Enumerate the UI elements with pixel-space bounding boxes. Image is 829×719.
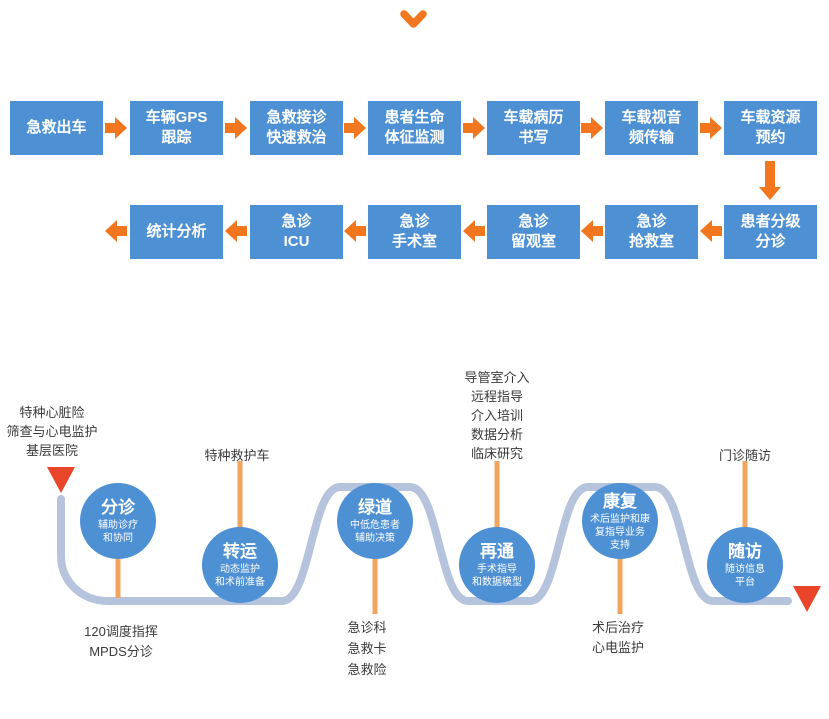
label-clinic-followup: 门诊随访	[718, 448, 771, 463]
flow-arrow-right-4-icon	[463, 117, 485, 139]
flow-box-resource-booking: 车载资源 预约	[724, 101, 817, 155]
flow-box-observation-room: 急诊 留观室	[487, 205, 580, 259]
flow-arrow-left-3-icon	[344, 220, 366, 242]
flow-box-av-transmission: 车载视音 频传输	[605, 101, 698, 155]
station-subtitle: 中低危患者 辅助决策	[350, 520, 400, 544]
flow-box-vital-signs: 患者生命 体征监测	[368, 101, 461, 155]
flow-arrow-left-2-icon	[225, 220, 247, 242]
journey-ribbon	[57, 483, 792, 605]
flow-arrow-left-6-icon	[700, 220, 722, 242]
flow-box-operating-room: 急诊 手术室	[368, 205, 461, 259]
station-subtitle: 手术指导 和数据模型	[472, 564, 522, 588]
flow-arrow-right-6-icon	[700, 117, 722, 139]
flow-arrow-right-2-icon	[225, 117, 247, 139]
station-subtitle: 辅助诊疗 和协同	[98, 520, 138, 544]
station-title: 分诊	[101, 498, 135, 517]
station-title: 康复	[603, 491, 637, 511]
flow-box-patient-triage: 患者分级 分诊	[724, 205, 817, 259]
flow-arrow-left-4-icon	[463, 220, 485, 242]
station-title: 绿道	[358, 498, 392, 517]
flow-arrow-left-1-icon	[105, 220, 127, 242]
station-triage-circle: 分诊 辅助诊疗 和协同	[80, 483, 156, 559]
station-subtitle: 动态监护 和术前准备	[215, 564, 265, 588]
journey-start-triangle-icon	[47, 467, 75, 493]
flow-arrow-right-3-icon	[344, 117, 366, 139]
flow-box-first-aid-reception: 急救接诊 快速救治	[250, 101, 343, 155]
station-followup-circle: 随访 随访信息 平台	[707, 527, 783, 603]
label-special-ambulance: 特种救护车	[204, 448, 270, 463]
label-er-services: 急诊科 急救卡 急救险	[347, 620, 387, 677]
station-title: 再通	[480, 542, 514, 561]
flow-arrow-left-5-icon	[581, 220, 603, 242]
flow-arrow-down-icon	[759, 161, 781, 200]
station-subtitle: 术后监护和康 复指导业务 支持	[590, 513, 650, 551]
journey-end-triangle-icon	[793, 586, 821, 612]
flow-arrow-right-5-icon	[581, 117, 603, 139]
station-reopen-circle: 再通 手术指导 和数据模型	[459, 527, 535, 603]
flow-box-ambulance-dispatch: 急救出车	[10, 101, 103, 155]
label-120-dispatch: 120调度指挥 MPDS分诊	[84, 624, 158, 659]
chevron-down-icon	[400, 10, 427, 28]
flow-box-stats-analysis: 统计分析	[130, 205, 223, 259]
station-title: 随访	[728, 542, 762, 561]
label-postop-care: 术后治疗 心电监护	[591, 620, 644, 655]
station-subtitle: 随访信息 平台	[725, 564, 765, 588]
label-cathlab-services: 导管室介入 远程指导 介入培训 数据分析 临床研究	[464, 370, 530, 461]
station-transfer-circle: 转运 动态监护 和术前准备	[202, 527, 278, 603]
flow-box-icu: 急诊 ICU	[250, 205, 343, 259]
station-recovery-circle: 康复 术后监护和康 复指导业务 支持	[582, 483, 658, 559]
flow-arrow-right-1-icon	[105, 117, 127, 139]
label-base-hospital: 特种心脏险 筛查与心电监护 基层医院	[6, 405, 98, 458]
station-greenway-circle: 绿道 中低危患者 辅助决策	[337, 483, 413, 559]
flow-box-resuscitation-room: 急诊 抢救室	[605, 205, 698, 259]
flow-box-onboard-emr: 车载病历 书写	[487, 101, 580, 155]
station-title: 转运	[223, 542, 257, 561]
flow-box-vehicle-gps: 车辆GPS 跟踪	[130, 101, 223, 155]
